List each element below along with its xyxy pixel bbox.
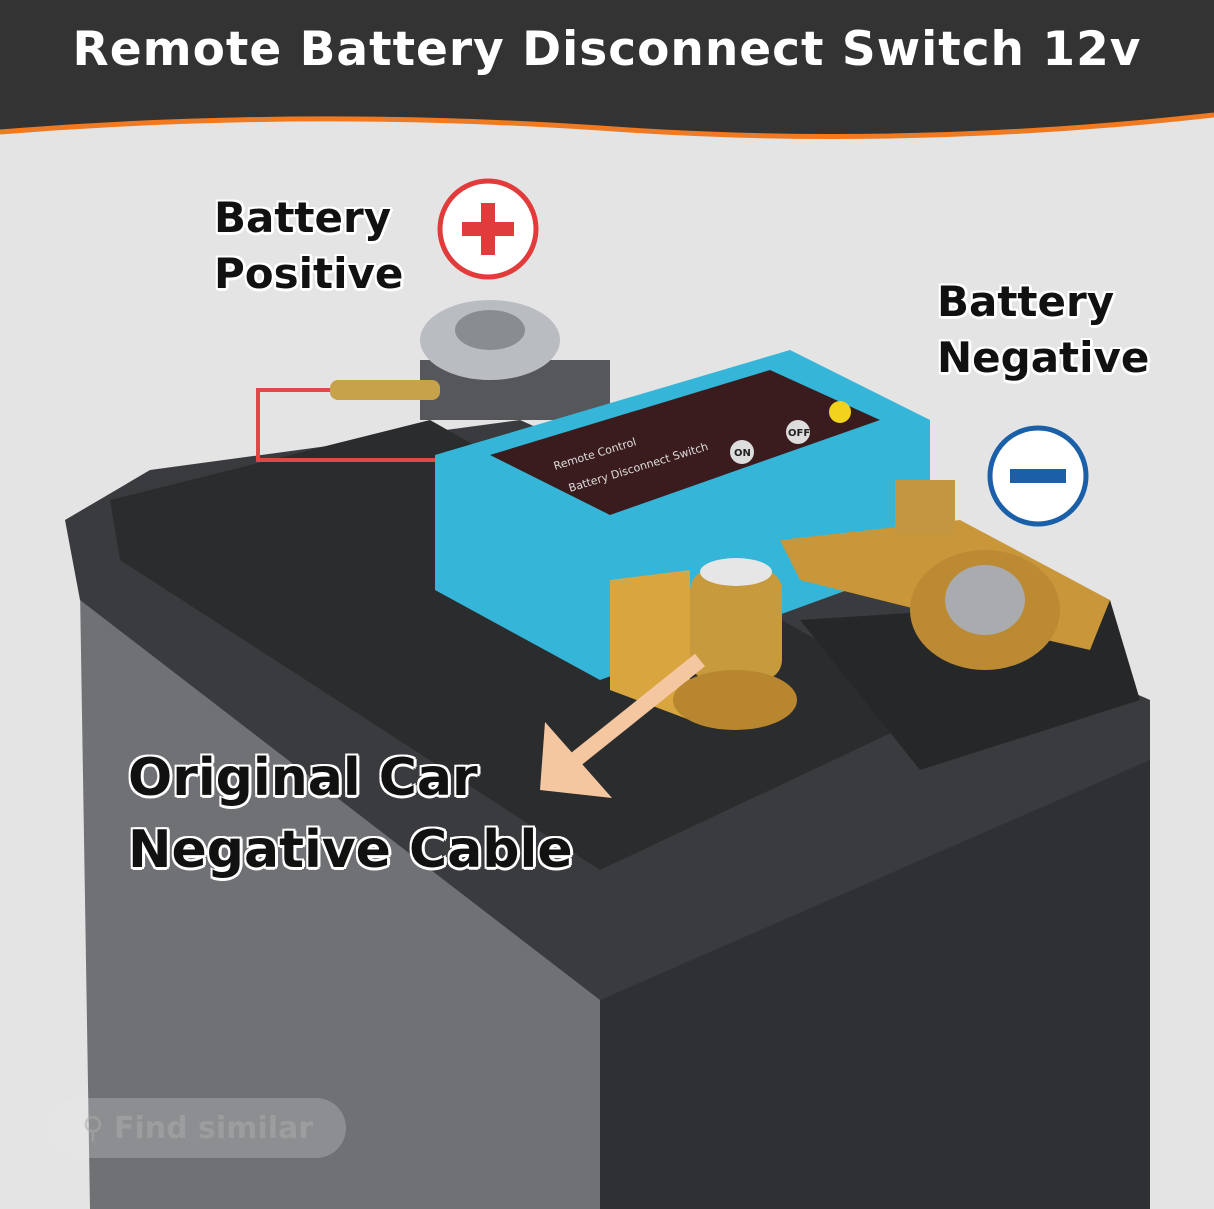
negative-post-cap (945, 565, 1025, 635)
label-original-cable: Original Car Negative Cable (128, 742, 573, 886)
label-battery-positive: Battery Positive (214, 190, 403, 302)
device-label-panel (490, 370, 880, 515)
positive-post-cap (455, 310, 525, 350)
label-line: Original Car (128, 748, 478, 808)
page-title: Remote Battery Disconnect Switch 12v (72, 22, 1142, 77)
terminal-bolt (895, 480, 955, 535)
title-banner (0, 0, 1214, 139)
label-line: Negative Cable (128, 820, 573, 880)
negative-post-area (800, 600, 1140, 770)
off-indicator (786, 420, 810, 444)
label-line: Negative (937, 333, 1150, 382)
label-battery-negative: Battery Negative (937, 274, 1149, 386)
switch-knob (690, 570, 782, 680)
battery-lid (110, 420, 940, 870)
plus-circle-icon (437, 178, 539, 280)
label-line: Positive (214, 249, 404, 298)
off-text: OFF (788, 428, 810, 439)
find-similar-label: Find similar (113, 1110, 314, 1146)
arrow-line (570, 653, 705, 767)
terminal-clamp (330, 380, 440, 400)
label-line: Battery (937, 277, 1115, 326)
find-similar-button[interactable]: ⚲ Find similar (46, 1098, 346, 1158)
on-indicator (730, 440, 754, 464)
on-text: ON (734, 448, 751, 459)
red-wire (256, 388, 440, 462)
arrow-head-icon (540, 722, 612, 798)
minus-circle-icon (987, 425, 1089, 527)
image-search-icon: ⚲ (82, 1110, 104, 1146)
brass-nut (673, 670, 797, 730)
rating-badge (829, 401, 851, 423)
switch-knob-cap (700, 558, 772, 586)
label-line: Battery (214, 193, 392, 242)
